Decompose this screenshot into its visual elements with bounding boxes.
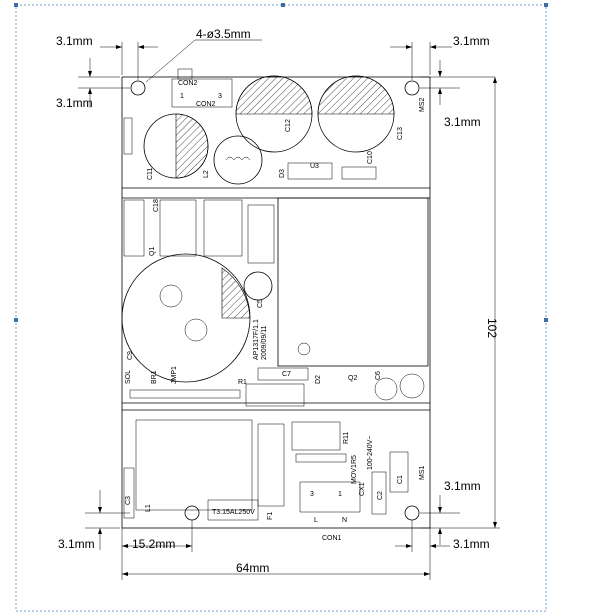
svg-text:BR1: BR1 bbox=[151, 370, 158, 384]
svg-text:1: 1 bbox=[338, 491, 342, 498]
hole-top-right bbox=[404, 80, 420, 96]
dim-height: 102 bbox=[485, 318, 499, 338]
hole-bottom-left bbox=[184, 505, 200, 521]
svg-text:L: L bbox=[314, 517, 318, 524]
svg-text:1: 1 bbox=[180, 93, 184, 100]
dim-bottom-left: 3.1mm bbox=[58, 537, 95, 551]
svg-text:CON1: CON1 bbox=[322, 535, 342, 542]
cap-c5 bbox=[243, 271, 273, 301]
svg-text:AP1317F/1.1: AP1317F/1.1 bbox=[253, 319, 260, 360]
svg-text:CON2: CON2 bbox=[196, 101, 216, 108]
svg-text:3: 3 bbox=[310, 491, 314, 498]
svg-text:L1: L1 bbox=[145, 504, 152, 512]
dim-hole-spec: 4-ø3.5mm bbox=[196, 27, 251, 41]
transformer-block bbox=[277, 197, 429, 367]
svg-text:C2: C2 bbox=[377, 491, 384, 500]
svg-text:MS1: MS1 bbox=[419, 466, 426, 481]
dim-top-left: 3.1mm bbox=[56, 34, 93, 48]
dim-right-bottom: 3.1mm bbox=[444, 479, 481, 493]
svg-text:CON2: CON2 bbox=[178, 80, 198, 87]
svg-text:C3: C3 bbox=[125, 496, 132, 505]
svg-text:T3.15AL250V: T3.15AL250V bbox=[212, 509, 255, 516]
svg-text:C10: C10 bbox=[367, 151, 374, 164]
svg-text:D3: D3 bbox=[279, 169, 286, 178]
svg-text:MOV1: MOV1 bbox=[351, 464, 358, 484]
svg-text:C13: C13 bbox=[397, 127, 404, 140]
dim-top-right: 3.1mm bbox=[453, 34, 490, 48]
svg-text:N: N bbox=[342, 517, 347, 524]
svg-text:JMP1: JMP1 bbox=[171, 366, 178, 384]
svg-text:2009/09/11: 2009/09/11 bbox=[261, 325, 268, 360]
svg-text:MS2: MS2 bbox=[419, 98, 426, 113]
dim-width: 64mm bbox=[236, 561, 269, 575]
svg-text:C12: C12 bbox=[285, 119, 292, 132]
svg-text:Q1: Q1 bbox=[149, 247, 156, 256]
board-outline bbox=[121, 76, 431, 529]
svg-text:R1: R1 bbox=[238, 379, 247, 386]
svg-text:R11: R11 bbox=[343, 432, 350, 444]
svg-text:C7: C7 bbox=[282, 371, 291, 378]
svg-text:L2: L2 bbox=[203, 170, 210, 178]
svg-text:U3: U3 bbox=[310, 163, 319, 170]
svg-text:C11: C11 bbox=[147, 168, 154, 180]
svg-text:R5: R5 bbox=[351, 455, 358, 464]
hole-top-left bbox=[130, 80, 146, 96]
svg-text:C1: C1 bbox=[397, 475, 404, 484]
svg-text:D2: D2 bbox=[315, 375, 322, 384]
svg-text:C6: C6 bbox=[375, 371, 382, 380]
svg-text:C9: C9 bbox=[127, 351, 134, 360]
svg-text:CX1: CX1 bbox=[359, 482, 366, 496]
dim-left-top: 3.1mm bbox=[56, 96, 93, 110]
dim-hole-offset: 15.2mm bbox=[132, 537, 175, 551]
svg-text:100-240V~: 100-240V~ bbox=[367, 436, 374, 470]
svg-text:Q2: Q2 bbox=[348, 375, 357, 382]
svg-text:C18: C18 bbox=[153, 199, 160, 212]
dim-right-top: 3.1mm bbox=[444, 115, 481, 129]
dim-bottom-right: 3.1mm bbox=[453, 537, 490, 551]
svg-text:F1: F1 bbox=[267, 512, 274, 520]
svg-text:SOL: SOL bbox=[125, 370, 132, 384]
svg-text:3: 3 bbox=[218, 93, 222, 100]
inductor-l2 bbox=[213, 135, 263, 185]
hole-bottom-right bbox=[404, 505, 420, 521]
svg-text:C5: C5 bbox=[257, 299, 264, 308]
